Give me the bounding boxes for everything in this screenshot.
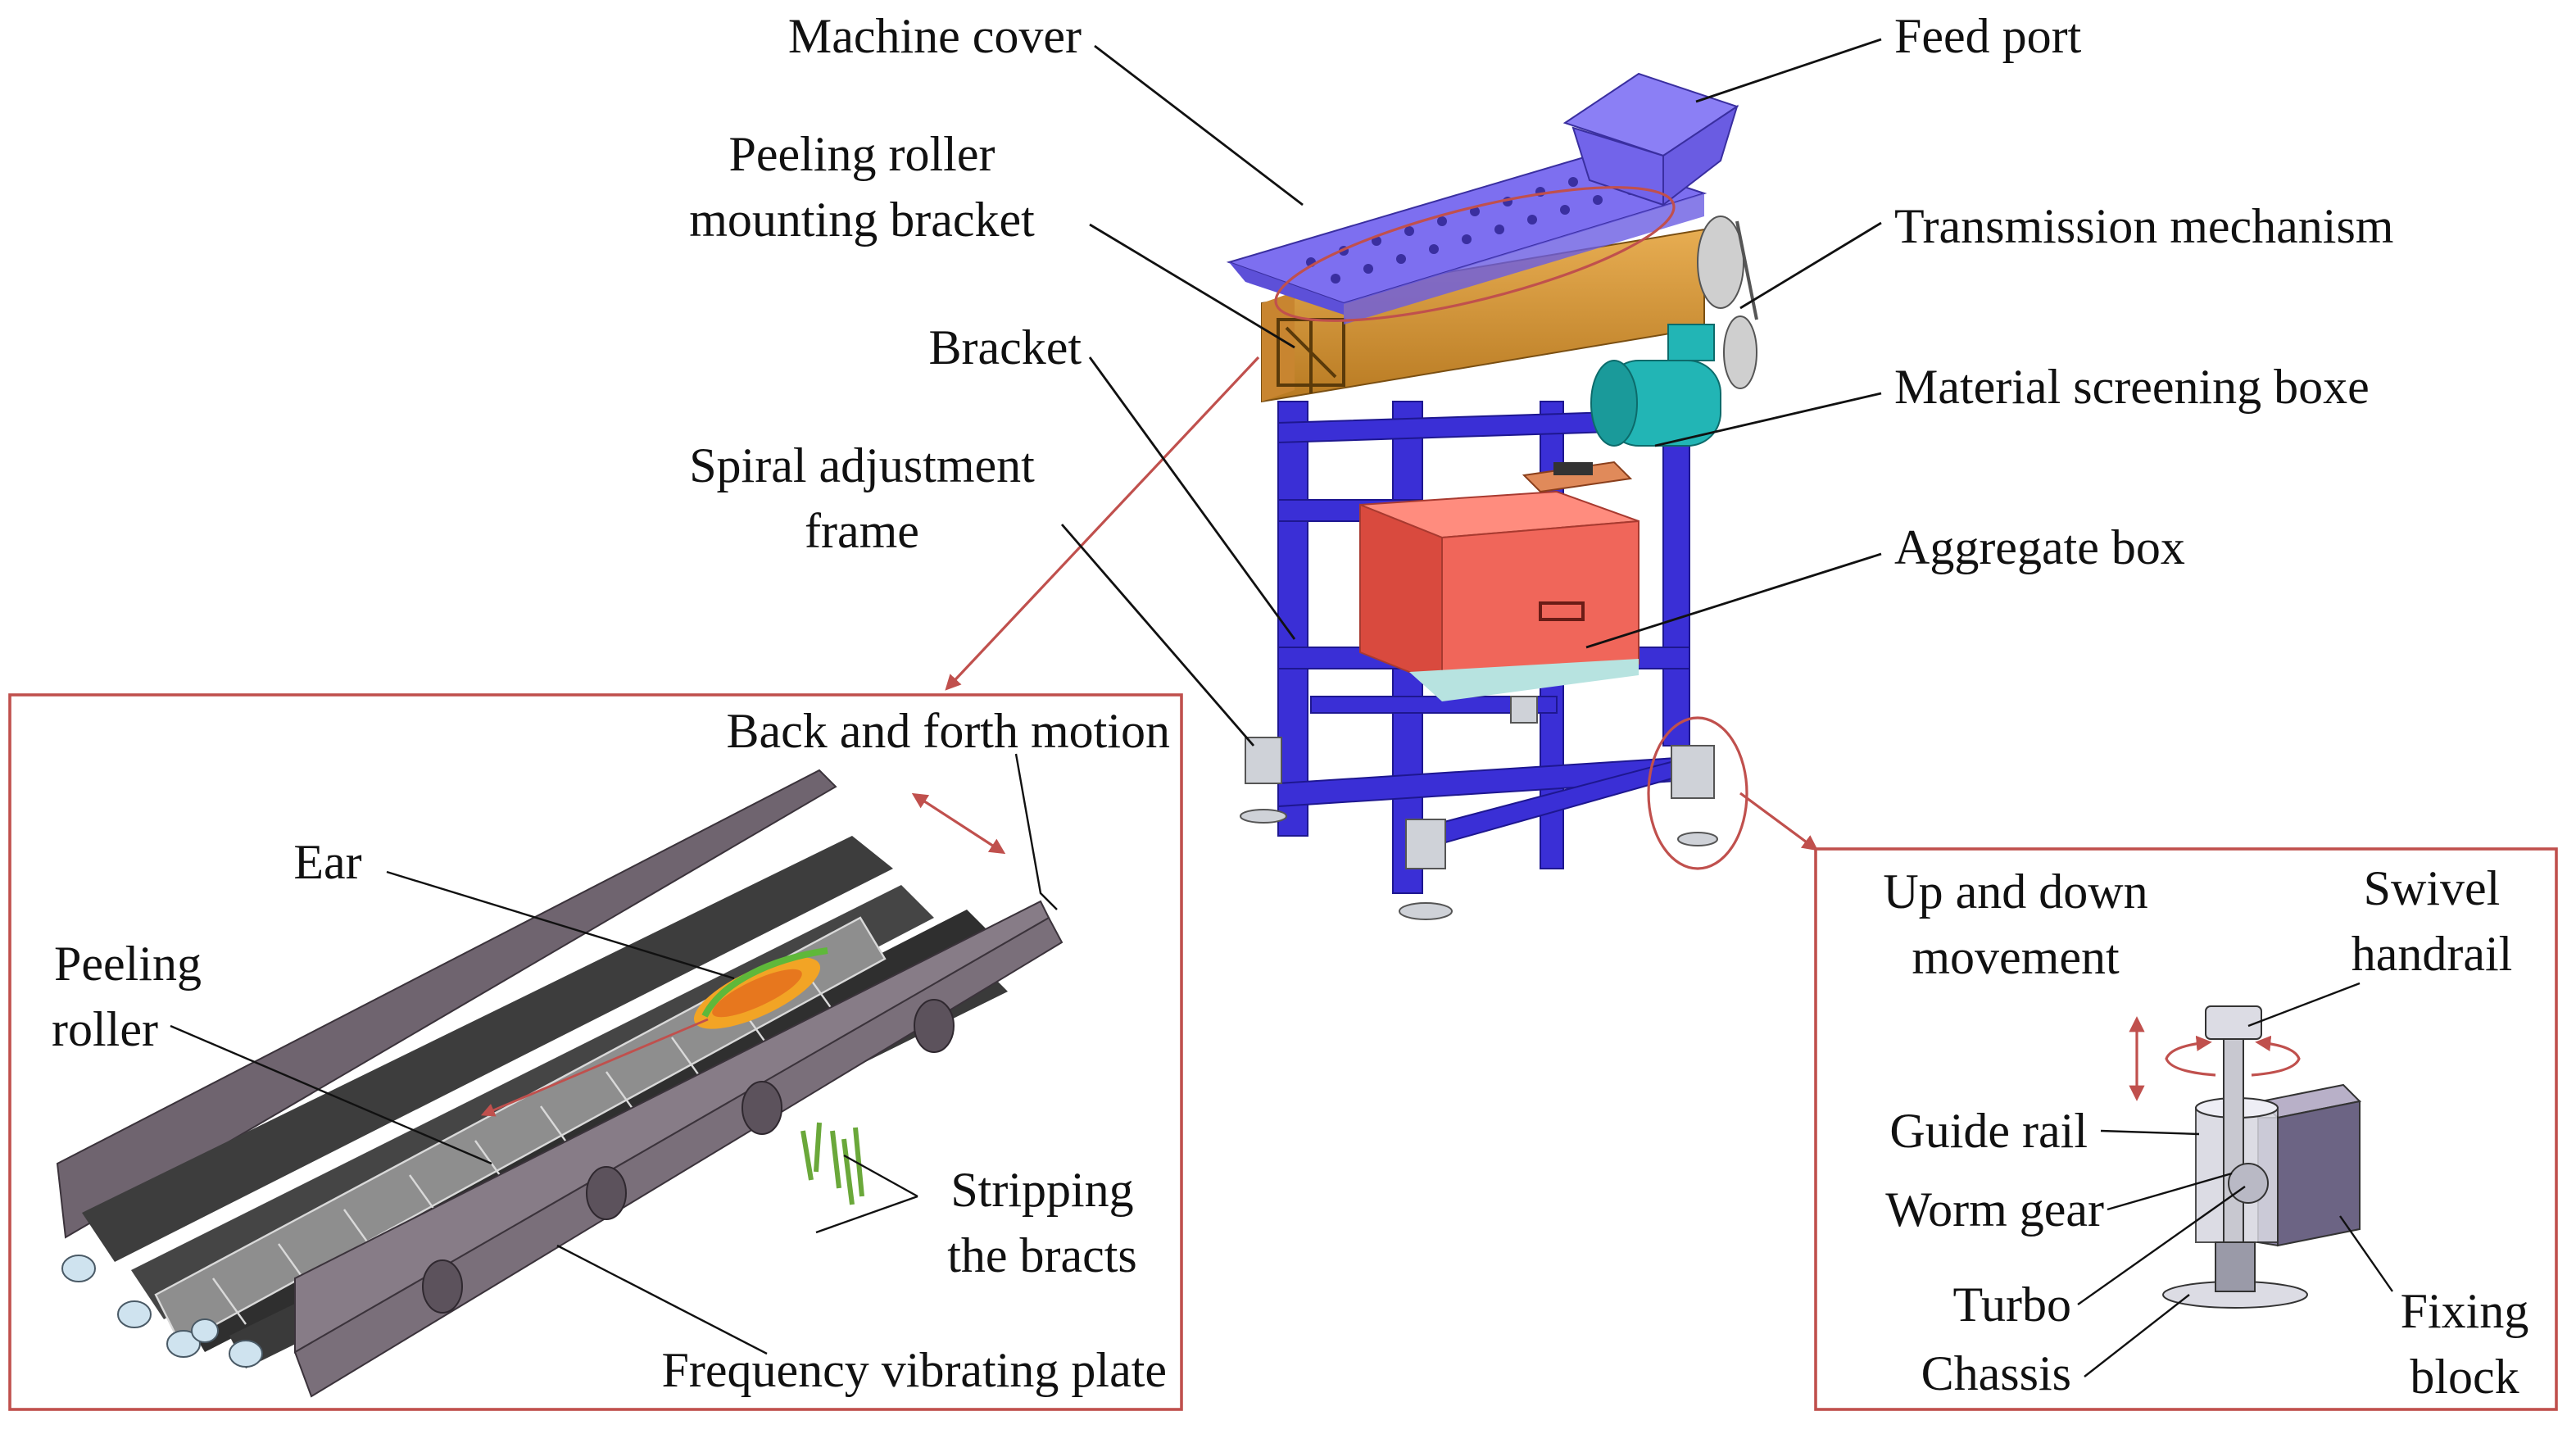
back-and-forth-arrow: [911, 792, 1006, 855]
corn-ear: [693, 947, 828, 1029]
foot-highlight-ellipse: [1647, 716, 1748, 870]
foot-leader-lines: [2077, 982, 2393, 1377]
label-peeling-roller-line1: Peeling: [54, 937, 202, 991]
label-peeling-roller-mounting-bracket-line1: Peeling roller: [729, 127, 995, 181]
roller-highlight-ellipse: [1274, 186, 1676, 322]
roller-leader-lines: [170, 753, 1058, 1355]
label-material-screening-boxe: Material screening boxe: [1894, 360, 2370, 414]
motor: [1590, 324, 1721, 447]
label-up-and-down-movement-line2: movement: [1912, 930, 2120, 984]
plate-holes: [422, 999, 955, 1314]
label-guide-rail: Guide rail: [1889, 1104, 2088, 1158]
main-leader-lines: [1060, 38, 1882, 746]
ear-travel-arrow: [480, 1018, 709, 1117]
foot-detail-panel: Up and down movement Swivel handrail Gui…: [1814, 847, 2558, 1411]
label-peeling-roller-mounting-bracket-line2: mounting bracket: [689, 193, 1035, 247]
label-stripping-the-bracts-line2: the bracts: [947, 1228, 1137, 1282]
label-up-and-down-movement-line1: Up and down: [1883, 864, 2147, 919]
foot-detail-arrow: [1739, 792, 1819, 851]
label-back-and-forth-motion: Back and forth motion: [726, 704, 1170, 758]
rotation-arrow-left: [2165, 1035, 2216, 1077]
label-fixing-block-line1: Fixing: [2401, 1284, 2529, 1338]
material-screening-box: [1522, 461, 1633, 493]
feed-port: [1562, 72, 1739, 207]
label-swivel-handrail-line2: handrail: [2352, 927, 2513, 981]
machine-cover: [1226, 154, 1708, 324]
adjustable-feet: [1240, 696, 1718, 920]
label-transmission-mechanism: Transmission mechanism: [1894, 199, 2393, 253]
main-machine: [1226, 72, 1758, 920]
label-fixing-block-line2: block: [2410, 1350, 2519, 1404]
worm-gear-shape: [2228, 1163, 2269, 1204]
transmission-mechanism: [1697, 216, 1758, 389]
label-worm-gear: Worm gear: [1885, 1182, 2104, 1237]
label-peeling-roller-line2: roller: [52, 1002, 158, 1056]
label-machine-cover: Machine cover: [788, 9, 1082, 63]
label-feed-port: Feed port: [1894, 9, 2082, 63]
label-swivel-handrail-line1: Swivel: [2364, 861, 2501, 915]
swivel-handrail-knob: [2205, 1005, 2262, 1040]
bracts: [800, 1122, 864, 1205]
label-stripping-the-bracts-line1: Stripping: [950, 1163, 1133, 1217]
label-bracket: Bracket: [928, 320, 1082, 374]
label-aggregate-box: Aggregate box: [1894, 520, 2185, 574]
label-chassis: Chassis: [1921, 1346, 2071, 1400]
label-ear: Ear: [293, 835, 361, 889]
roller-detail-panel: Back and forth motion Ear Peeling roller…: [8, 693, 1183, 1411]
rotation-arrow-right: [2251, 1035, 2301, 1077]
label-turbo: Turbo: [1952, 1277, 2071, 1332]
label-spiral-adjustment-frame-line2: frame: [805, 504, 919, 558]
back-side-plate: [56, 769, 837, 1239]
roller-shaft-ends: [61, 1255, 263, 1368]
aggregate-box: [1359, 490, 1639, 701]
label-frequency-vibrating-plate: Frequency vibrating plate: [662, 1343, 1167, 1397]
roller-detail-arrow: [945, 356, 1260, 691]
label-spiral-adjustment-frame-line1: Spiral adjustment: [689, 438, 1035, 492]
